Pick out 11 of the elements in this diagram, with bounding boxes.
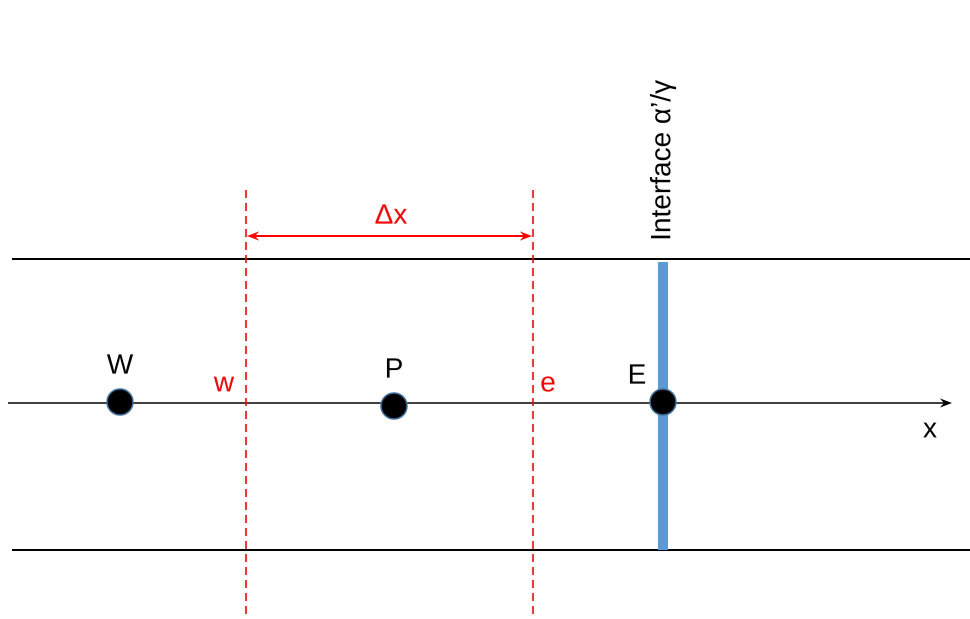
grid-point [649,388,677,416]
point-label: E [630,364,646,384]
dimension-label: Δx [375,204,408,224]
point-label: P [386,358,402,378]
point-label: W [106,354,134,374]
face-label: w [214,376,234,392]
face-label: e [541,376,555,392]
grid-point [380,392,408,420]
interface-label: Interface α’/γ [650,80,676,238]
axis-label: x [923,422,937,438]
grid-point [106,388,134,416]
